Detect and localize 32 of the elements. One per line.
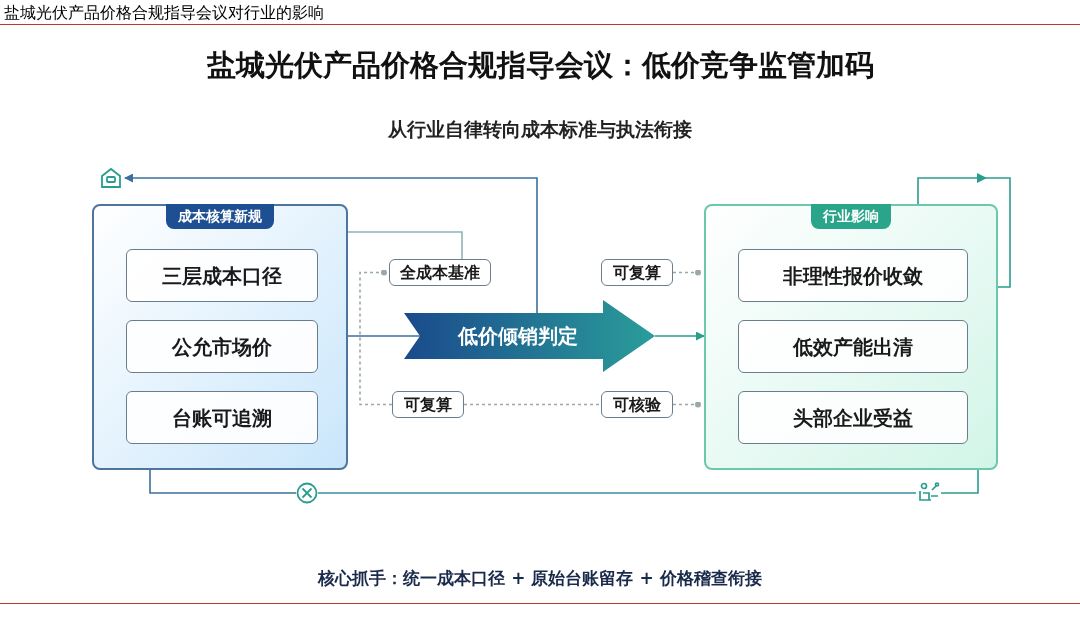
connector-line bbox=[347, 335, 421, 337]
house-icon bbox=[99, 166, 123, 190]
cross-circle-icon bbox=[296, 482, 318, 504]
subtitle: 从行业自律转向成本标准与执法衔接 bbox=[387, 117, 693, 142]
group-panel bbox=[704, 204, 998, 470]
tag-pill: 可复算 bbox=[601, 259, 673, 286]
item-box: 低效产能出清 bbox=[738, 320, 968, 373]
connector-line bbox=[124, 173, 538, 314]
item-box: 台账可追溯 bbox=[126, 391, 318, 444]
summary-text: 核心抓手：统一成本口径 + 原始台账留存 + 价格稽查衔接 bbox=[316, 567, 763, 590]
connector-line bbox=[347, 231, 463, 260]
panel-heading-tab: 行业影响 bbox=[811, 204, 891, 229]
item-box: 非理性报价收敛 bbox=[738, 249, 968, 302]
connector-line bbox=[149, 469, 297, 494]
dotted-connector bbox=[359, 269, 393, 406]
item-box: 公允市场价 bbox=[126, 320, 318, 373]
connector-line bbox=[317, 492, 917, 494]
group-panel bbox=[92, 204, 348, 470]
panel-heading-tab: 成本核算新规 bbox=[166, 204, 274, 229]
big-arrow: 低价倾销判定 bbox=[404, 300, 655, 372]
dotted-connector bbox=[672, 269, 701, 276]
dotted-connector bbox=[672, 401, 701, 408]
tag-pill: 全成本基准 bbox=[389, 259, 491, 286]
connector-line bbox=[940, 469, 979, 494]
header-text: 盐城光伏产品价格合规指导会议对行业的影响 bbox=[4, 2, 324, 24]
dotted-connector bbox=[463, 403, 602, 406]
tag-pill: 可核验 bbox=[601, 391, 673, 418]
connector-line bbox=[654, 331, 705, 341]
tag-pill: 可复算 bbox=[392, 391, 464, 418]
item-box: 头部企业受益 bbox=[738, 391, 968, 444]
diagram-title: 盐城光伏产品价格合规指导会议：低价竞争监管加码 bbox=[205, 47, 875, 84]
item-box: 三层成本口径 bbox=[126, 249, 318, 302]
